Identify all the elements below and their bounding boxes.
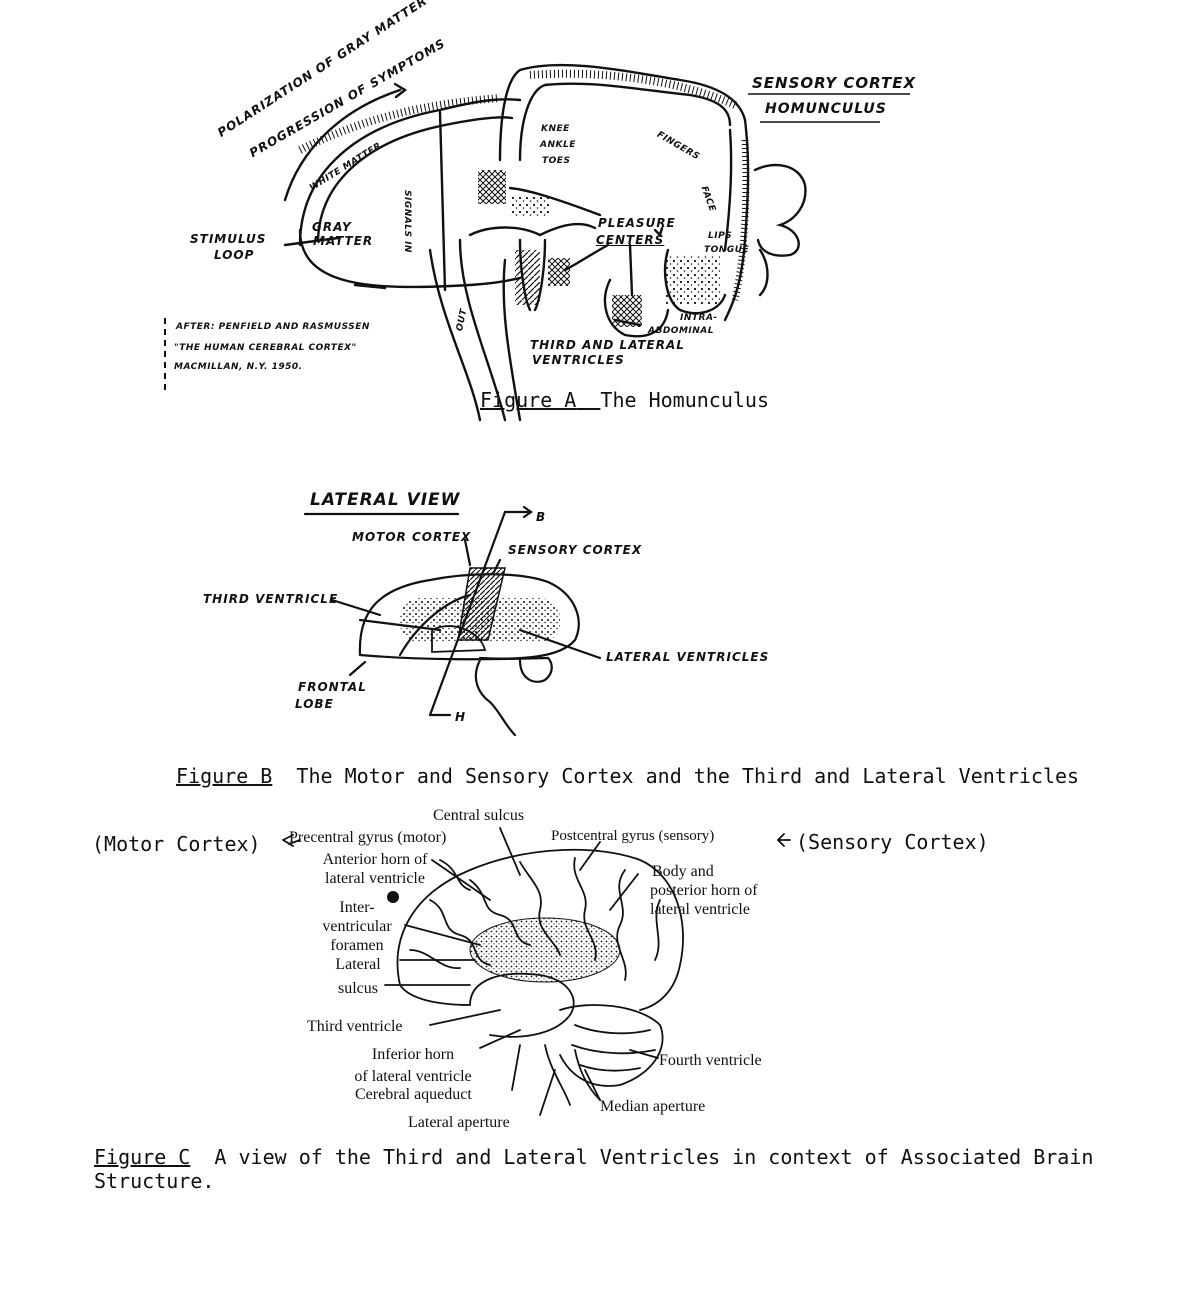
fig-c-side-label-motor-cortex: (Motor Cortex)	[92, 832, 261, 856]
fig-c-label-cerebral-aqueduct: Cerebral aqueduct	[355, 1086, 472, 1103]
figure-c-caption-label: Figure C	[94, 1145, 191, 1169]
figure-c-caption-title-line2: Structure.	[94, 1169, 215, 1193]
fig-c-label-inferior-horn: Inferior horn of lateral ventricle	[333, 1045, 493, 1086]
fig-b-label-third-ventricle: THIRD VENTRICLE	[203, 592, 339, 606]
fig-a-label-pleasure: PLEASURE	[598, 216, 676, 230]
figure-b-caption-title: The Motor and Sensory Cortex and the Thi…	[296, 764, 1080, 788]
fig-a-label-tongue: TONGUE	[704, 245, 750, 255]
fig-b-label-frontal: FRONTAL	[298, 680, 367, 694]
fig-a-label-abdominal: ABDOMINAL	[648, 326, 714, 336]
fig-c-label-inter-line1: Inter-	[339, 899, 375, 916]
fig-c-label-anterior-horn: Anterior horn of lateral ventricle	[305, 850, 445, 888]
figure-a-caption-title: The Homunculus	[600, 388, 769, 412]
fig-a-label-matter: MATTER	[313, 234, 374, 248]
fig-c-label-interventricular-foramen: Inter- ventricular foramen	[312, 898, 402, 955]
figure-b-caption-label: Figure B	[176, 764, 273, 788]
fig-b-label-lateral-ventricles: LATERAL VENTRICLES	[606, 650, 770, 664]
fig-c-label-fourth-ventricle: Fourth ventricle	[659, 1052, 762, 1069]
fig-c-label-inter-line2: ventricular	[322, 918, 392, 935]
fig-a-label-ankle: ANKLE	[540, 140, 576, 150]
figure-b-caption: Figure B The Motor and Sensory Cortex an…	[176, 764, 1079, 788]
fig-b-label-h: H	[455, 710, 467, 724]
fig-c-label-central-sulcus: Central sulcus	[433, 807, 525, 824]
fig-a-label-toes: TOES	[542, 156, 571, 166]
figure-c-caption-title: A view of the Third and Lateral Ventricl…	[214, 1145, 1094, 1169]
figure-b-lateral-view-drawing	[303, 505, 602, 737]
fig-a-label-signals-in: SIGNALS IN	[402, 190, 412, 253]
fig-c-label-lateral-sulcus-line1: Lateral	[335, 956, 381, 973]
fig-a-label-sensory-cortex: SENSORY CORTEX	[752, 74, 917, 92]
fig-c-label-anterior-horn-line2: lateral ventricle	[325, 870, 425, 887]
fig-c-label-anterior-horn-line1: Anterior horn of	[322, 851, 428, 868]
fig-b-label-lateral-view: LATERAL VIEW	[310, 490, 461, 510]
figure-c-brain-drawing	[282, 827, 791, 1116]
fig-c-label-lateral-aperture: Lateral aperture	[408, 1114, 510, 1131]
fig-a-label-stimulus: STIMULUS	[190, 232, 267, 246]
fig-c-label-lateral-sulcus: Lateral sulcus	[318, 955, 398, 998]
fig-c-label-inferior-horn-line2: of lateral ventricle	[354, 1068, 472, 1085]
fig-c-label-body-posterior-horn: Body and posterior horn of lateral ventr…	[650, 862, 758, 919]
fig-b-label-motor-cortex: MOTOR CORTEX	[352, 530, 472, 544]
fig-c-label-body-line3: lateral ventricle	[650, 901, 750, 918]
fig-a-label-third-and-lateral: THIRD AND LATERAL	[530, 338, 685, 352]
fig-a-label-knee: KNEE	[541, 124, 570, 134]
fig-a-label-intra: INTRA-	[680, 313, 718, 323]
fig-a-label-loop: LOOP	[214, 248, 255, 262]
fig-a-label-lips: LIPS	[708, 231, 733, 241]
fig-c-label-body-line1: Body and	[652, 863, 714, 880]
fig-c-label-body-line2: posterior horn of	[650, 882, 758, 899]
fig-a-label-after-3: MACMILLAN, N.Y. 1950.	[174, 362, 303, 372]
fig-c-label-inter-line3: foramen	[330, 937, 384, 954]
fig-a-label-centers: CENTERS	[596, 233, 665, 247]
fig-a-label-after-1: AFTER: PENFIELD AND RASMUSSEN	[176, 322, 370, 332]
fig-c-label-precentral-gyrus: Precentral gyrus (motor)	[289, 829, 447, 846]
fig-b-label-lobe: LOBE	[295, 697, 334, 711]
figure-a-homunculus-drawing	[164, 63, 910, 422]
figure-c-caption: Figure C A view of the Third and Lateral…	[94, 1145, 1093, 1193]
fig-c-label-median-aperture: Median aperture	[600, 1098, 706, 1115]
figure-a-caption: Figure A The Homunculus	[480, 388, 769, 412]
fig-a-label-homunculus: HOMUNCULUS	[765, 101, 887, 117]
fig-c-label-third-ventricle: Third ventricle	[307, 1018, 403, 1035]
fig-b-label-sensory-cortex: SENSORY CORTEX	[508, 543, 643, 557]
fig-c-side-label-sensory-cortex: (Sensory Cortex)	[796, 830, 989, 854]
fig-c-label-lateral-sulcus-line2: sulcus	[338, 980, 378, 997]
fig-b-label-b: B	[536, 510, 547, 524]
figure-a-caption-label: Figure A	[480, 388, 577, 412]
fig-c-label-inferior-horn-line1: Inferior horn	[371, 1046, 455, 1063]
fig-a-label-ventricles: VENTRICLES	[532, 353, 625, 367]
fig-a-label-gray: GRAY	[312, 220, 352, 234]
fig-a-label-after-2: "THE HUMAN CEREBRAL CORTEX"	[174, 343, 357, 353]
fig-c-label-postcentral-gyrus: Postcentral gyrus (sensory)	[551, 828, 715, 844]
